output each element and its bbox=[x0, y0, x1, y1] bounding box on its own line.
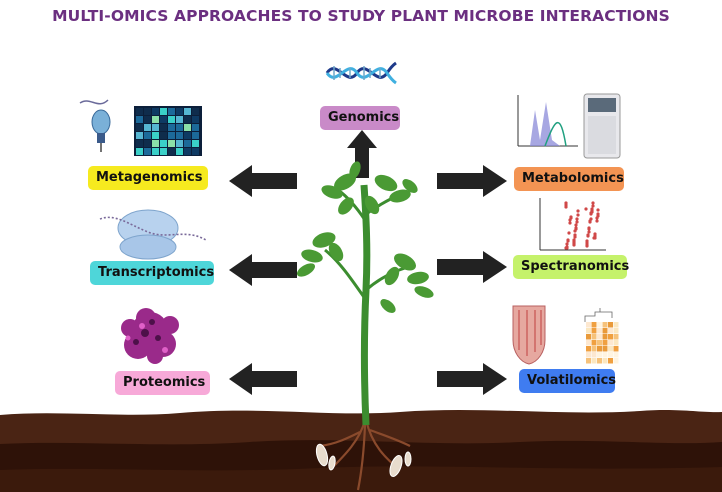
arrow-left-transcriptomics bbox=[229, 254, 297, 286]
page-title: MULTI-OMICS APPROACHES TO STUDY PLANT MI… bbox=[52, 7, 670, 25]
arrow-left-proteomics bbox=[229, 363, 297, 395]
arrow-right-volatilomics bbox=[437, 363, 507, 395]
arrow-right-metabolomics bbox=[437, 165, 507, 197]
label-volatilomics: Volatilomics bbox=[519, 369, 616, 393]
label-transcriptomics: Transcriptomics bbox=[90, 261, 214, 285]
arrow-left-metagenomics bbox=[229, 165, 297, 197]
label-proteomics: Proteomics bbox=[115, 371, 210, 395]
label-spectranomics: Spectranomics bbox=[513, 255, 629, 279]
label-metagenomics: Metagenomics bbox=[88, 166, 208, 190]
label-metabolomics: Metabolomics bbox=[514, 167, 624, 191]
arrow-right-spectranomics bbox=[437, 251, 507, 283]
label-genomics: Genomics bbox=[320, 106, 400, 130]
